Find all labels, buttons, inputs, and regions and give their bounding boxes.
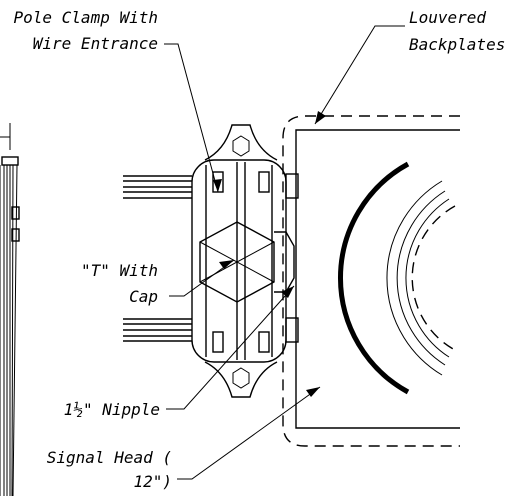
- pole-clamp: [191, 124, 299, 398]
- lens-ring-1: [386, 180, 443, 376]
- pole-clamp-leader: [164, 43, 219, 193]
- pole-clamp-label-line2: Wire Entrance: [33, 34, 158, 53]
- backplate-outline: [282, 115, 460, 447]
- nipple-label: 1½" Nipple: [64, 400, 160, 419]
- tee-label-line1: "T" With: [81, 261, 158, 280]
- mast-arm-lower: [123, 318, 192, 342]
- visor: [337, 161, 410, 395]
- tee-leader: [169, 259, 235, 297]
- signal-head-label-line2: 12"): [133, 472, 172, 491]
- lens-ring-4: [411, 205, 456, 351]
- louvered-leader: [314, 25, 405, 125]
- tee-with-cap: [199, 221, 295, 303]
- mast-arm-upper: [123, 175, 192, 199]
- nipple-leader: [166, 285, 295, 410]
- signal-head: [282, 115, 460, 447]
- pole-clamp-label-line1: Pole Clamp With: [14, 8, 159, 27]
- bottom-bolt-hex: [232, 367, 250, 389]
- signal-head-leader: [177, 386, 321, 480]
- tee-label-line2: Cap: [129, 287, 158, 306]
- leaders: [164, 25, 405, 480]
- lens-ring-2: [396, 190, 446, 366]
- louvered-label-line1: Louvered: [409, 8, 486, 27]
- louvered-label-line2: Backplates: [409, 35, 505, 54]
- pole: [0, 123, 20, 496]
- lens-ring-3: [405, 198, 450, 358]
- top-bolt-hex: [232, 135, 250, 157]
- signal-head-label-line1: Signal Head (: [47, 448, 172, 467]
